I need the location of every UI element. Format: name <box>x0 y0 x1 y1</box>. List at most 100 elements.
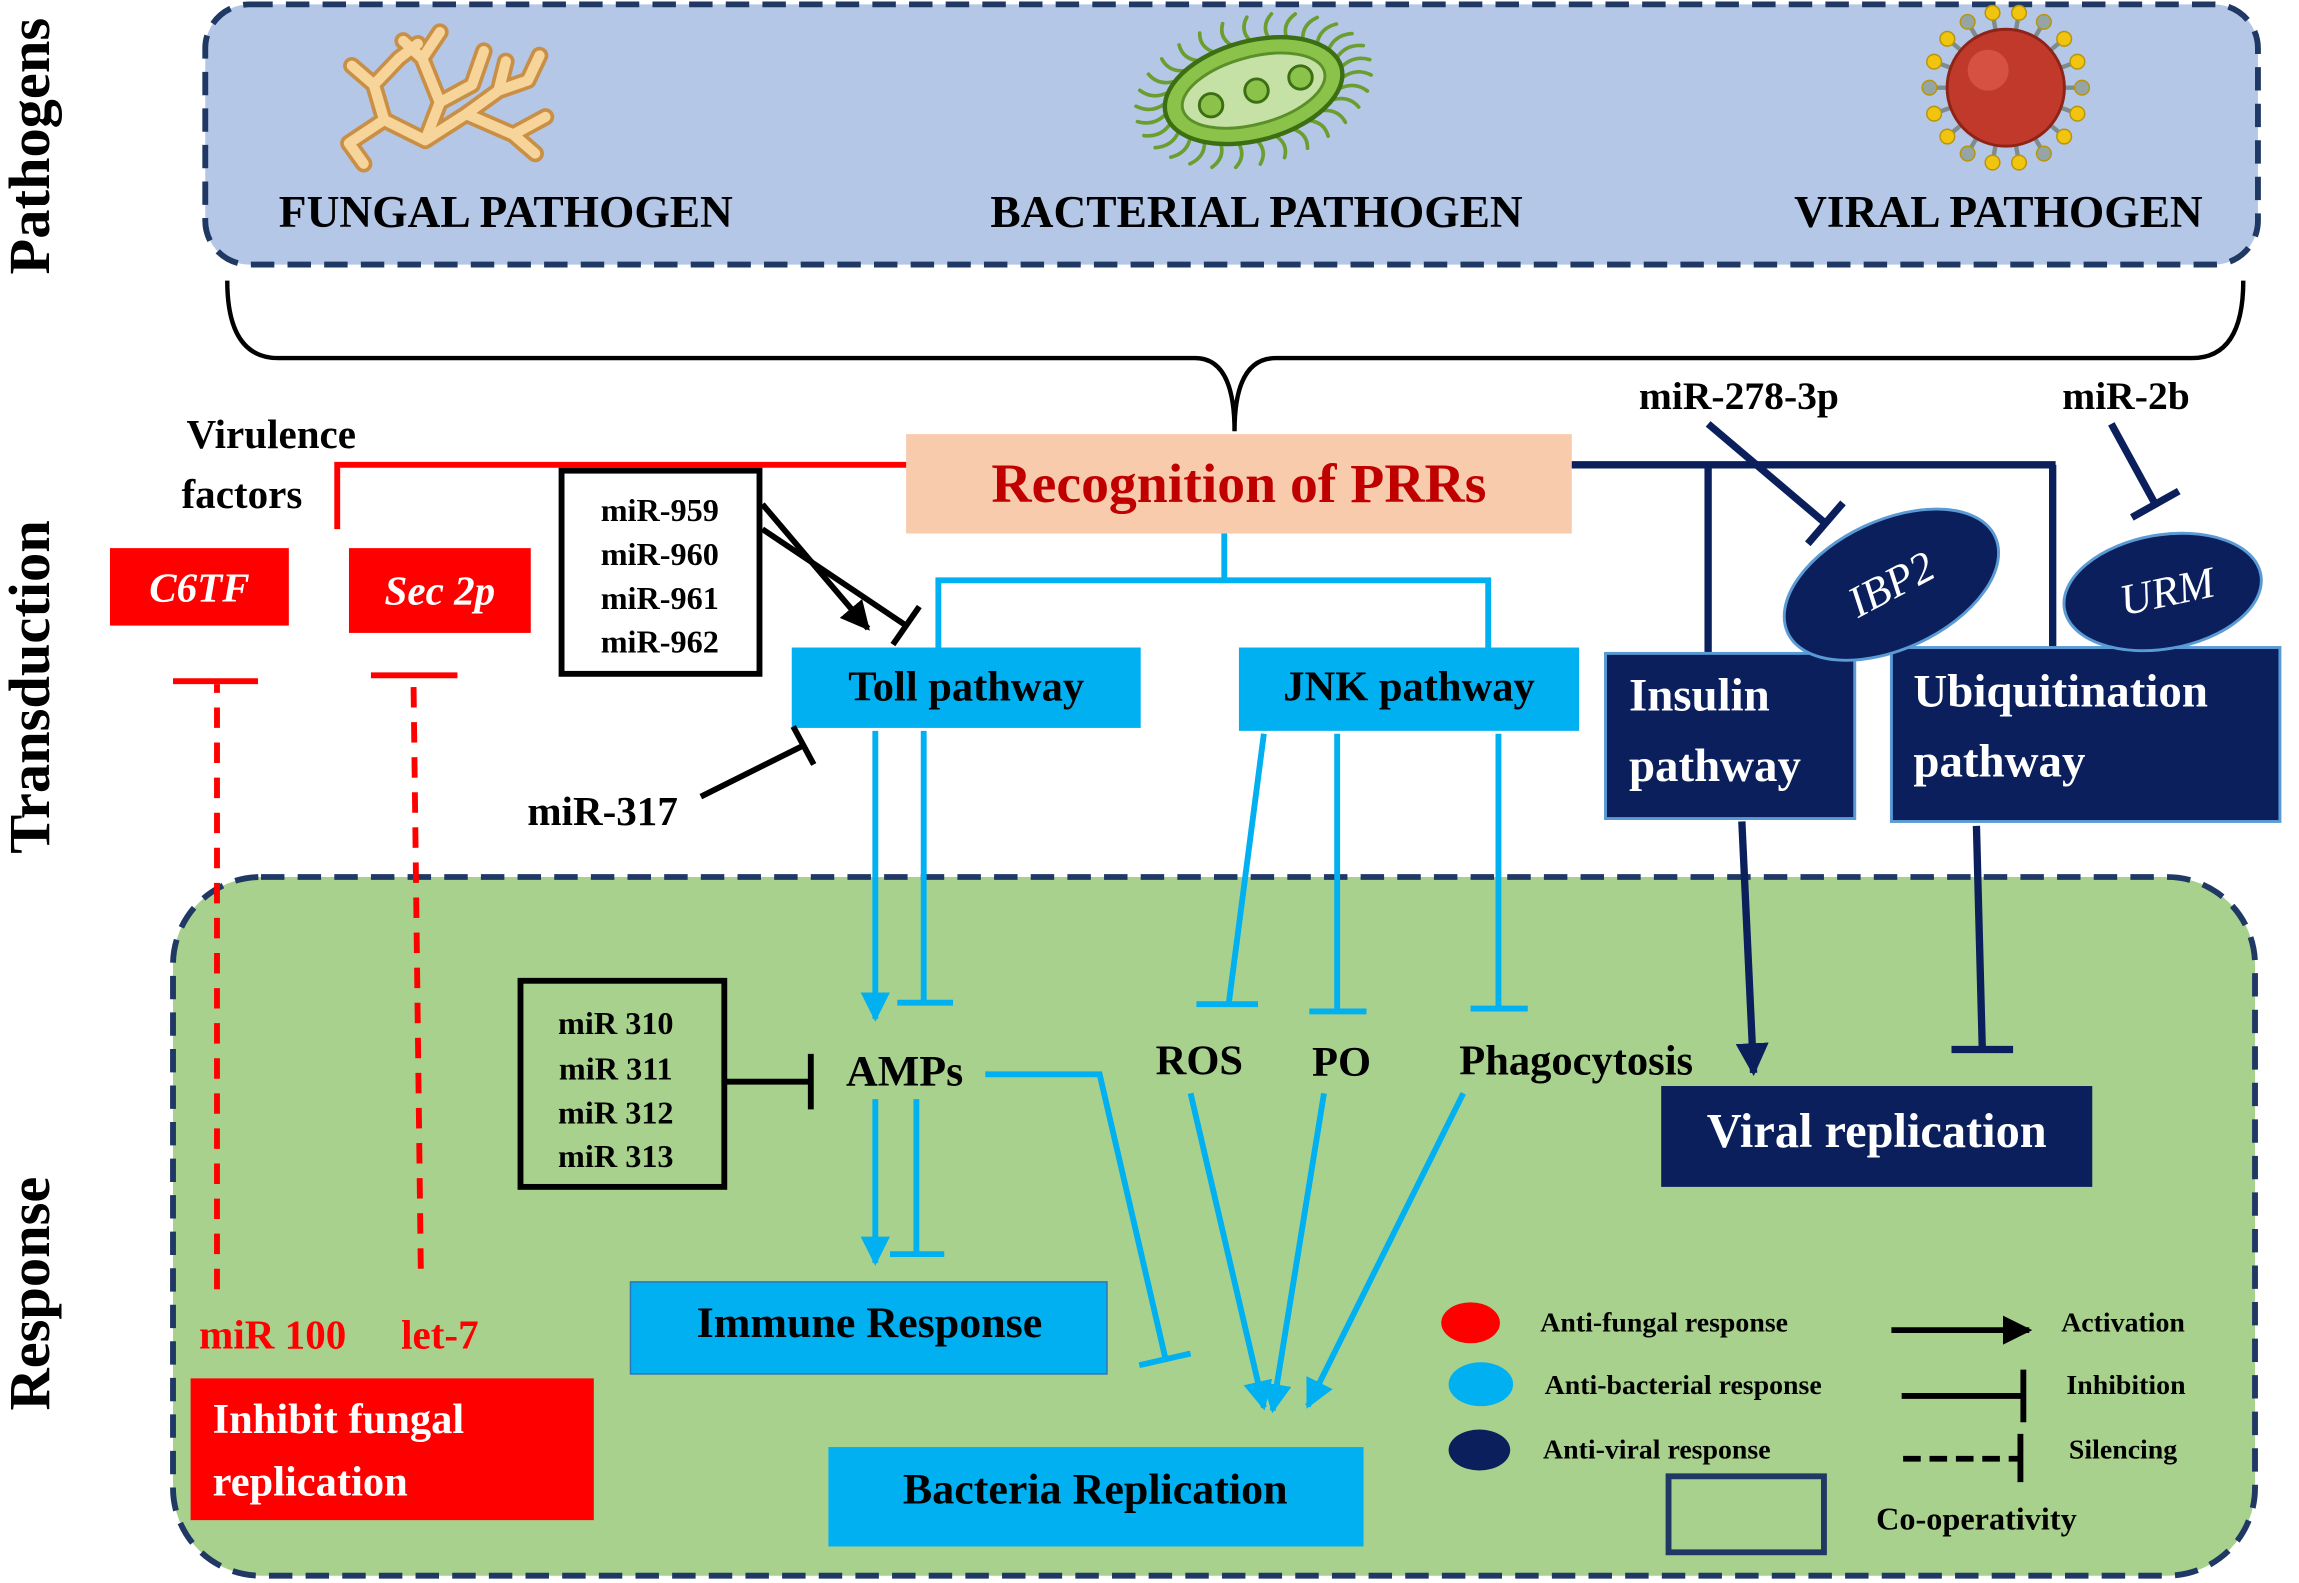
mir2b-label: miR-2b <box>2062 374 2190 418</box>
legend-cooperativity-swatch <box>1665 1473 1827 1556</box>
virus-spike-knob <box>2056 30 2073 47</box>
side-label-pathogens: Pathogens <box>0 18 62 275</box>
legend-anti-bacterial-swatch <box>1448 1362 1514 1407</box>
jnk-pathway-label: JNK pathway <box>1283 664 1535 711</box>
amps-to-bacteria-inhibition <box>985 1071 1169 1361</box>
legend-activation-label: Activation <box>2061 1307 2185 1338</box>
virus-spike-knob <box>2073 79 2091 96</box>
let7-silencing-line <box>410 678 424 1269</box>
ibp2-ellipse <box>1782 507 2001 662</box>
c6tf-box <box>109 548 289 626</box>
bacterium-flagellum <box>1339 56 1372 69</box>
po-to-bacteria-arrow <box>1262 1092 1327 1414</box>
side-labels: Pathogens Transduction Response <box>0 18 62 1411</box>
amp-mir-item: miR 313 <box>558 1138 674 1174</box>
recognition-label: Recognition of PRRs <box>991 453 1486 515</box>
virus-spike-knob <box>1939 30 1956 47</box>
immune-response-box <box>629 1281 1108 1375</box>
virus-spike-knob <box>2010 154 2028 171</box>
bacteria-replication-label: Bacteria Replication <box>903 1465 1288 1513</box>
jnk-pathway-box <box>1238 647 1580 731</box>
bacterium-granule <box>1243 77 1270 104</box>
amp-mir-item: miR 312 <box>558 1094 674 1130</box>
fungal-hyphae-icon <box>340 23 555 173</box>
virus-spike-knob <box>2035 145 2052 162</box>
bacterium-flagellum <box>1334 43 1366 60</box>
mir100-label: miR 100 <box>199 1312 346 1358</box>
side-label-response: Response <box>0 1177 62 1411</box>
legend-cooperativity-label: Co-operativity <box>1876 1501 2077 1537</box>
bacterium-flagellum <box>1135 112 1168 125</box>
pathogen-labels: FUNGAL PATHOGEN BACTERIAL PATHOGEN VIRAL… <box>279 187 2203 237</box>
insulin-to-viral-arrow <box>1735 821 1769 1077</box>
bacterium-flagellum <box>1315 22 1339 46</box>
label-bacterial-pathogen: BACTERIAL PATHOGEN <box>990 187 1523 237</box>
insulin-pathway-line1: Insulin <box>1629 670 1770 722</box>
mir317-label: miR-317 <box>527 788 677 834</box>
toll-mir-inhibition-line <box>760 526 908 629</box>
urm-target: URM <box>2062 531 2263 653</box>
toll-pathway-label: Toll pathway <box>848 664 1084 711</box>
virus-icon <box>1921 4 2091 171</box>
virus-spike-knob <box>2035 13 2052 30</box>
legend-inhibition-label: Inhibition <box>2066 1370 2186 1401</box>
immune-response-label: Immune Response <box>697 1299 1043 1347</box>
insulin-pathway-line2: pathway <box>1629 740 1801 792</box>
amps-label: AMPs <box>846 1047 963 1095</box>
label-viral-pathogen: VIRAL PATHOGEN <box>1794 187 2203 237</box>
virus-spike-knob <box>2069 53 2086 70</box>
ibp2-target: IBP2 <box>1782 507 2001 662</box>
virus-spikes <box>1921 4 2091 171</box>
virus-spike-knob <box>1959 145 1976 162</box>
bacterium-granule <box>1197 92 1225 119</box>
legend-anti-fungal-swatch <box>1441 1302 1500 1344</box>
viral-replication-label: Viral replication <box>1707 1105 2047 1158</box>
virus-spike-knob <box>2056 128 2073 145</box>
c6tf-label: C6TF <box>149 565 249 611</box>
virus-highlight <box>1967 49 2009 91</box>
legend: Anti-fungal response Anti-bacterial resp… <box>1441 1302 2186 1556</box>
amps-to-bacteria-inhibition-bar <box>1138 1350 1192 1369</box>
legend-anti-viral-swatch <box>1448 1429 1511 1471</box>
legend-silencing-label: Silencing <box>2069 1435 2177 1466</box>
ros-label: ROS <box>1156 1038 1243 1085</box>
bacterium-flagellum <box>1153 129 1181 150</box>
toll-mir-inhibition-bar <box>890 604 922 647</box>
bacterium-flagellum <box>1340 70 1373 80</box>
virus-spike-knob <box>1984 154 2001 171</box>
virus-spike-knob <box>1959 13 1976 30</box>
bacterium-flagellum <box>1300 15 1320 42</box>
insulin-pathway-box <box>1604 651 1857 821</box>
urm-ellipse <box>2062 531 2263 653</box>
toll-mir-item: miR-960 <box>601 536 719 572</box>
bacterium-icon <box>1134 12 1373 170</box>
virus-spike-knob <box>2069 105 2086 122</box>
bacterial-split-connector <box>935 577 1492 648</box>
legend-anti-bacterial-label: Anti-bacterial response <box>1545 1370 1822 1401</box>
ubiquitination-pathway-line1: Ubiquitination <box>1913 665 2208 717</box>
toll-pathway-box <box>791 647 1141 728</box>
viral-replication-box <box>1661 1086 2093 1187</box>
sec2p-label: Sec 2p <box>385 568 496 614</box>
virus-spike-knob <box>2010 4 2028 21</box>
mir2b-inhibition-bar <box>2130 487 2181 521</box>
mir317-inhibition-bar <box>790 725 817 766</box>
phagocytosis-label: Phagocytosis <box>1459 1038 1693 1085</box>
bacterium-flagellum <box>1326 31 1354 52</box>
bacteria-replication-box <box>828 1447 1364 1547</box>
virus-spike-knob <box>1939 128 1956 145</box>
ubiquitination-pathway-box <box>1889 646 2282 823</box>
ros-to-bacteria-arrow <box>1187 1092 1273 1411</box>
inhibit-fungal-box <box>190 1378 594 1521</box>
amp-mir-item: miR 310 <box>558 1005 674 1041</box>
jnk-to-ros-line <box>1225 733 1267 1005</box>
ubiquitination-pathway-line2: pathway <box>1913 736 2085 788</box>
virus-capsid <box>1945 27 2066 148</box>
toll-mir-item: miR-961 <box>601 580 719 616</box>
virus-spike-knob <box>1984 4 2001 21</box>
toll-mir-item: miR-962 <box>601 624 719 660</box>
let7-label: let-7 <box>401 1312 478 1358</box>
virus-spike-knob <box>1926 105 1943 122</box>
mir278-inhibition-bar <box>1805 500 1846 547</box>
response-panel <box>170 874 2258 1579</box>
